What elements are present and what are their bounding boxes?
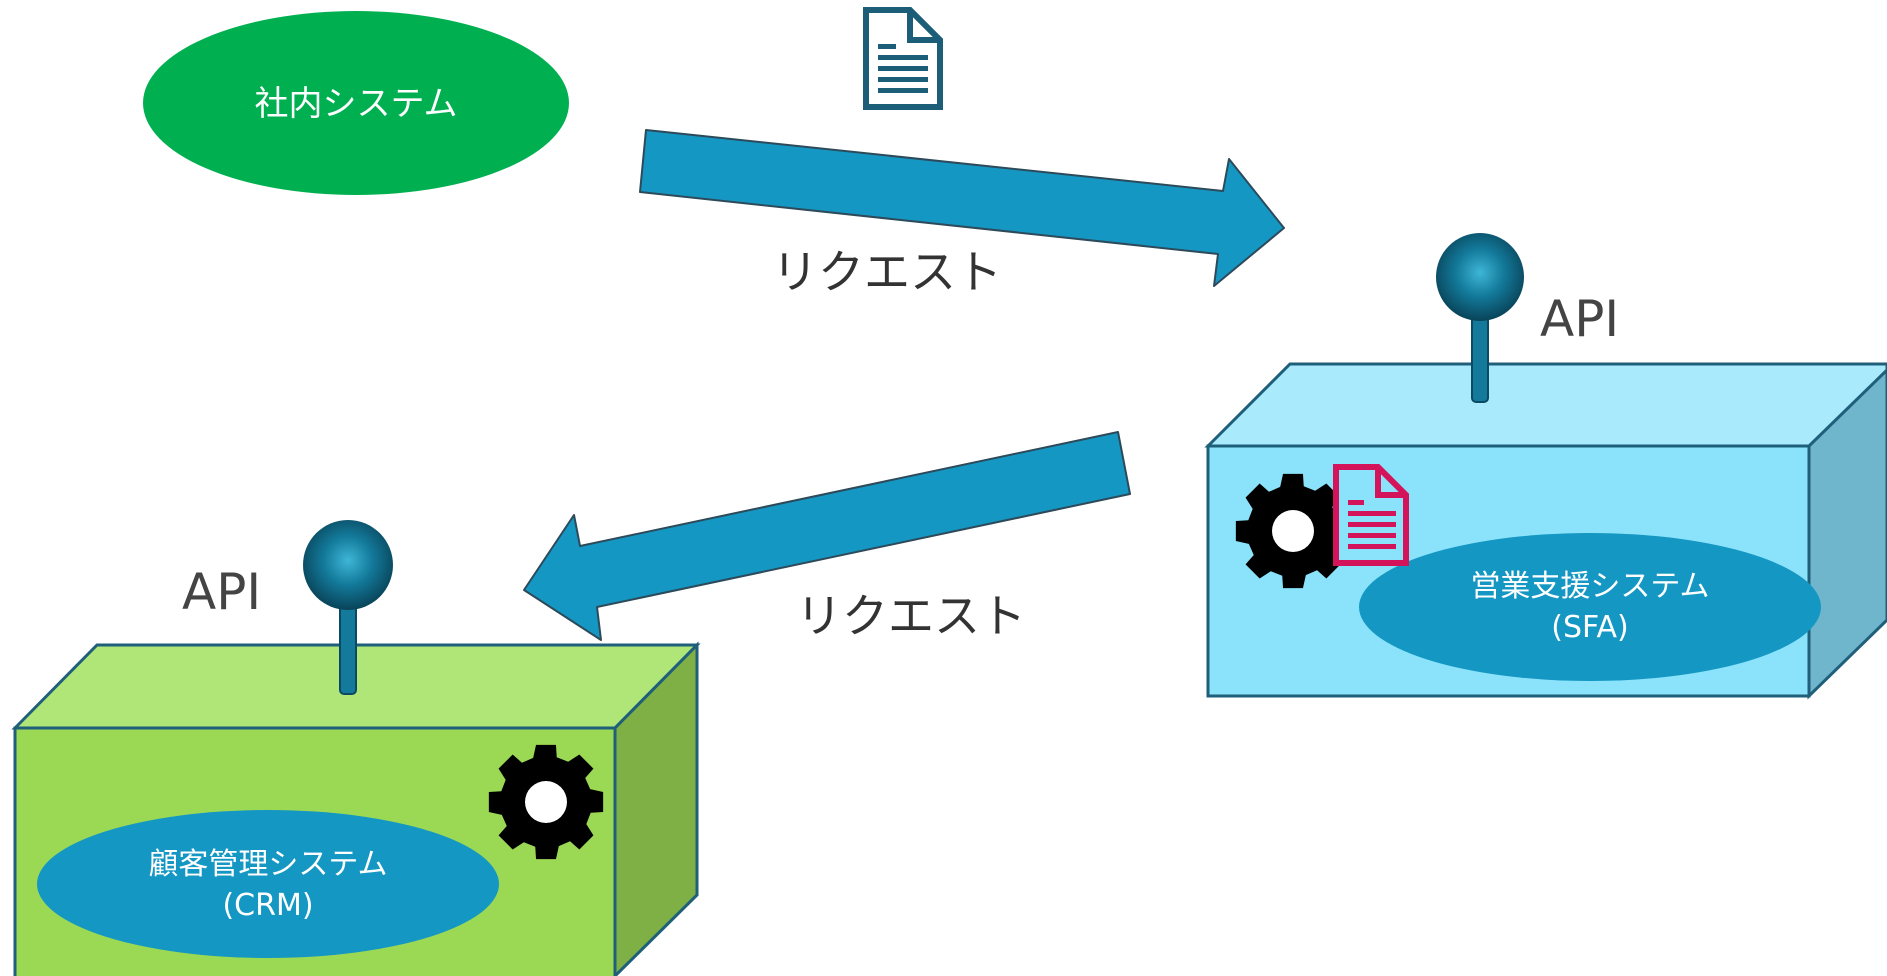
- request-arrow-to-crm: [523, 431, 1131, 641]
- gear-icon: [488, 744, 604, 860]
- sfa-label: 営業支援システム (SFA): [1420, 567, 1760, 648]
- sfa-label-line2: (SFA): [1551, 609, 1629, 645]
- request-arrow-to-sfa: [639, 129, 1285, 287]
- request-label-bottom: リクエスト: [796, 589, 1026, 643]
- request-label-top: リクエスト: [772, 245, 1002, 299]
- api-knob-icon: [1436, 233, 1524, 403]
- crm-label-line1: 顧客管理システム: [148, 847, 388, 882]
- document-icon: [1333, 464, 1409, 566]
- crm-label: 顧客管理システム (CRM): [98, 845, 438, 926]
- crm-box: [11, 641, 701, 976]
- crm-label-ellipse: [37, 810, 499, 958]
- crm-api-label: API: [182, 563, 262, 621]
- sfa-box: [1204, 362, 1887, 700]
- sfa-label-line1: 営業支援システム: [1470, 569, 1710, 604]
- document-icon: [863, 7, 943, 110]
- sfa-box-top: [1204, 362, 1887, 448]
- gear-icon: [1235, 473, 1351, 589]
- internal-system-node: [143, 11, 569, 195]
- api-knob-icon: [303, 520, 393, 695]
- internal-system-label: 社内システム: [254, 84, 458, 124]
- crm-label-line2: (CRM): [222, 887, 314, 923]
- sfa-label-ellipse: [1359, 533, 1821, 681]
- sfa-api-label: API: [1540, 290, 1620, 348]
